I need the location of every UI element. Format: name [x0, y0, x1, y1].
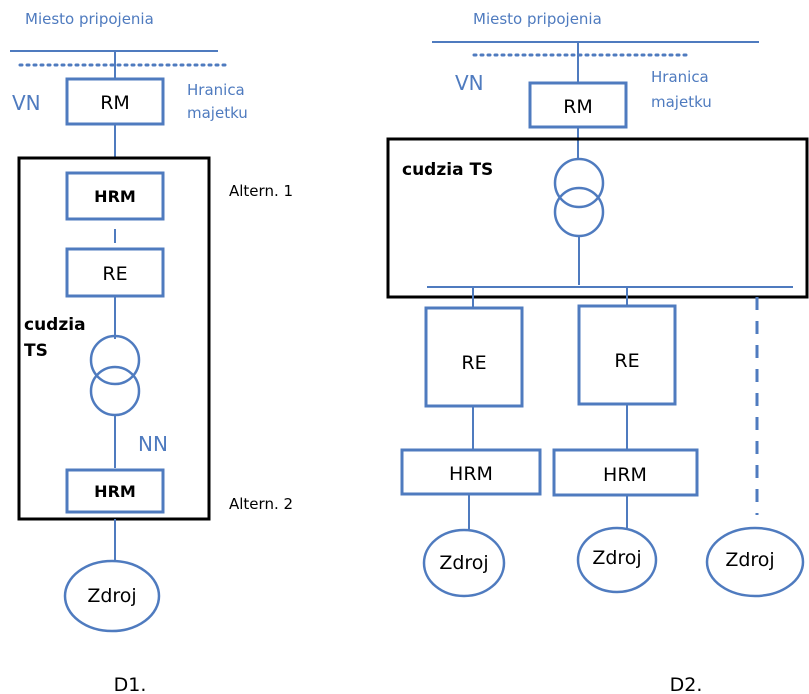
- d2-transformer-winding-bottom: [553, 186, 605, 238]
- d1-rm-label: RM: [100, 92, 130, 114]
- d1-vn-label: VN: [12, 91, 41, 115]
- d1-source-label: Zdroj: [87, 585, 136, 607]
- d2-transformer-winding-top: [553, 157, 605, 209]
- d2-branch2-source-label: Zdroj: [592, 547, 641, 569]
- d1-boundary-label-2: majetku: [187, 104, 248, 122]
- d1-rm-box: [65, 77, 165, 126]
- d2-branch1-hrm-label: HRM: [449, 463, 493, 485]
- d2-rm-label: RM: [563, 96, 593, 118]
- d1-transformer-winding-top: [89, 334, 141, 386]
- d2-branch1-hrm-box: [400, 448, 542, 496]
- d1-station-label-2: TS: [24, 341, 48, 361]
- d2-foreign-station-frame: [386, 137, 809, 299]
- d2-branch2-hrm-label: HRM: [603, 464, 647, 486]
- d2-branch1-source-ellipse: [422, 528, 506, 598]
- d2-branch2-re-label: RE: [614, 350, 639, 372]
- d2-vn-label: VN: [455, 71, 484, 95]
- d1-boundary-label-1: Hranica: [187, 81, 245, 99]
- d1-nn-label: NN: [138, 432, 168, 456]
- d2-branch3-source-label: Zdroj: [725, 549, 774, 571]
- d1-re-label: RE: [102, 263, 127, 285]
- d1-hrm-top-label: HRM: [94, 187, 136, 206]
- d2-branch1-source-label: Zdroj: [439, 552, 488, 574]
- d1-caption: D1.: [114, 674, 147, 694]
- d1-hrm-bottom-label: HRM: [94, 482, 136, 501]
- d2-caption: D2.: [670, 674, 703, 694]
- d1-hrm-top-box: [65, 171, 165, 221]
- d1-source-ellipse: [63, 559, 161, 633]
- d2-boundary-label-1: Hranica: [651, 68, 709, 86]
- d2-connection-point-label: Miesto pripojenia: [473, 10, 602, 28]
- d2-branch1-re-label: RE: [461, 352, 486, 374]
- d2-branch2-hrm-box: [552, 448, 699, 497]
- d2-branch2-re-box: [577, 304, 677, 406]
- d1-re-box: [65, 247, 165, 298]
- diagram-d1: Miesto pripojenia VN RM Hranica majetku …: [10, 10, 293, 694]
- d1-transformer-winding-bottom: [89, 365, 141, 417]
- d2-branch2-source-ellipse: [576, 526, 658, 594]
- d1-connection-point-label: Miesto pripojenia: [25, 10, 154, 28]
- d1-alt1-label: Altern. 1: [229, 182, 293, 200]
- d2-branch3-source-ellipse: [705, 526, 805, 598]
- diagram-d2: Miesto pripojenia VN Hranica majetku RM …: [386, 10, 809, 694]
- d2-rm-box: [528, 81, 628, 129]
- d1-alt2-label: Altern. 2: [229, 495, 293, 513]
- d1-station-label-1: cudzia: [24, 315, 86, 335]
- d2-station-label: cudzia TS: [402, 160, 493, 180]
- d2-boundary-label-2: majetku: [651, 93, 712, 111]
- d1-hrm-bottom-box: [65, 468, 165, 514]
